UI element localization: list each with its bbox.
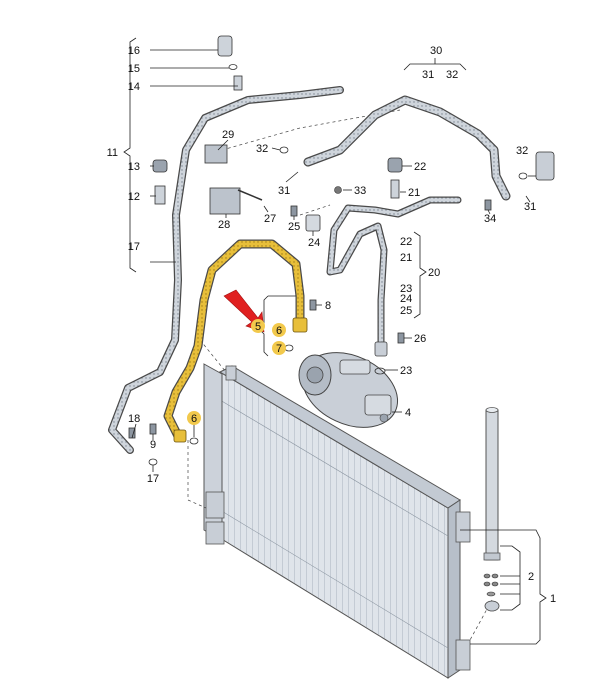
label-32-left: 32 xyxy=(256,143,268,155)
label-6-lower: 6 xyxy=(191,413,197,425)
label-7: 7 xyxy=(276,343,282,355)
label-22-right: 22 xyxy=(400,236,412,248)
pipe-17 xyxy=(108,86,344,454)
label-31-top: 31 xyxy=(422,69,434,81)
label-6-upper: 6 xyxy=(276,325,282,337)
label-25-right: 25 xyxy=(400,305,412,317)
small-parts xyxy=(128,35,555,466)
label-8: 8 xyxy=(325,300,331,312)
label-15: 15 xyxy=(128,63,140,75)
label-17-lower: 17 xyxy=(147,473,159,485)
receiver-dryer xyxy=(483,407,501,612)
label-32-top: 32 xyxy=(446,69,458,81)
label-16: 16 xyxy=(128,45,140,57)
label-20: 20 xyxy=(428,267,440,279)
label-11: 11 xyxy=(107,147,118,159)
highlight-markers xyxy=(187,319,286,425)
label-24-top: 24 xyxy=(308,237,320,249)
pipe-30 xyxy=(303,95,511,201)
label-31-left: 31 xyxy=(278,185,290,197)
pipe-20 xyxy=(326,196,462,357)
label-29: 29 xyxy=(222,129,234,141)
label-22-top: 22 xyxy=(414,161,426,173)
label-32-right: 32 xyxy=(516,145,528,157)
label-4: 4 xyxy=(405,407,411,419)
leader-lines xyxy=(123,37,547,645)
label-18: 18 xyxy=(128,413,140,425)
label-28: 28 xyxy=(218,219,230,231)
label-1: 1 xyxy=(550,593,556,605)
label-14: 14 xyxy=(128,81,140,93)
label-23-right: 23 xyxy=(400,283,412,295)
label-2: 2 xyxy=(528,571,534,583)
condenser xyxy=(203,363,471,679)
label-30: 30 xyxy=(430,45,442,57)
label-17-upper: 17 xyxy=(128,241,140,253)
label-21-right: 21 xyxy=(400,252,412,264)
label-9: 9 xyxy=(150,439,156,451)
label-33: 33 xyxy=(354,185,366,197)
callout-labels: 16 15 14 11 13 12 17 29 32 31 33 22 21 3… xyxy=(107,45,557,605)
label-23-lower: 23 xyxy=(400,365,412,377)
label-21-top: 21 xyxy=(408,187,420,199)
label-27: 27 xyxy=(264,213,276,225)
label-34: 34 xyxy=(484,213,496,225)
compressor xyxy=(298,352,399,428)
label-13: 13 xyxy=(128,161,140,173)
label-12: 12 xyxy=(128,191,140,203)
hose-5-highlighted xyxy=(163,239,308,443)
label-5: 5 xyxy=(255,321,261,333)
label-31-right: 31 xyxy=(524,201,536,213)
label-24-right: 24 xyxy=(400,293,412,305)
label-25-top: 25 xyxy=(288,221,300,233)
label-26: 26 xyxy=(414,333,426,345)
